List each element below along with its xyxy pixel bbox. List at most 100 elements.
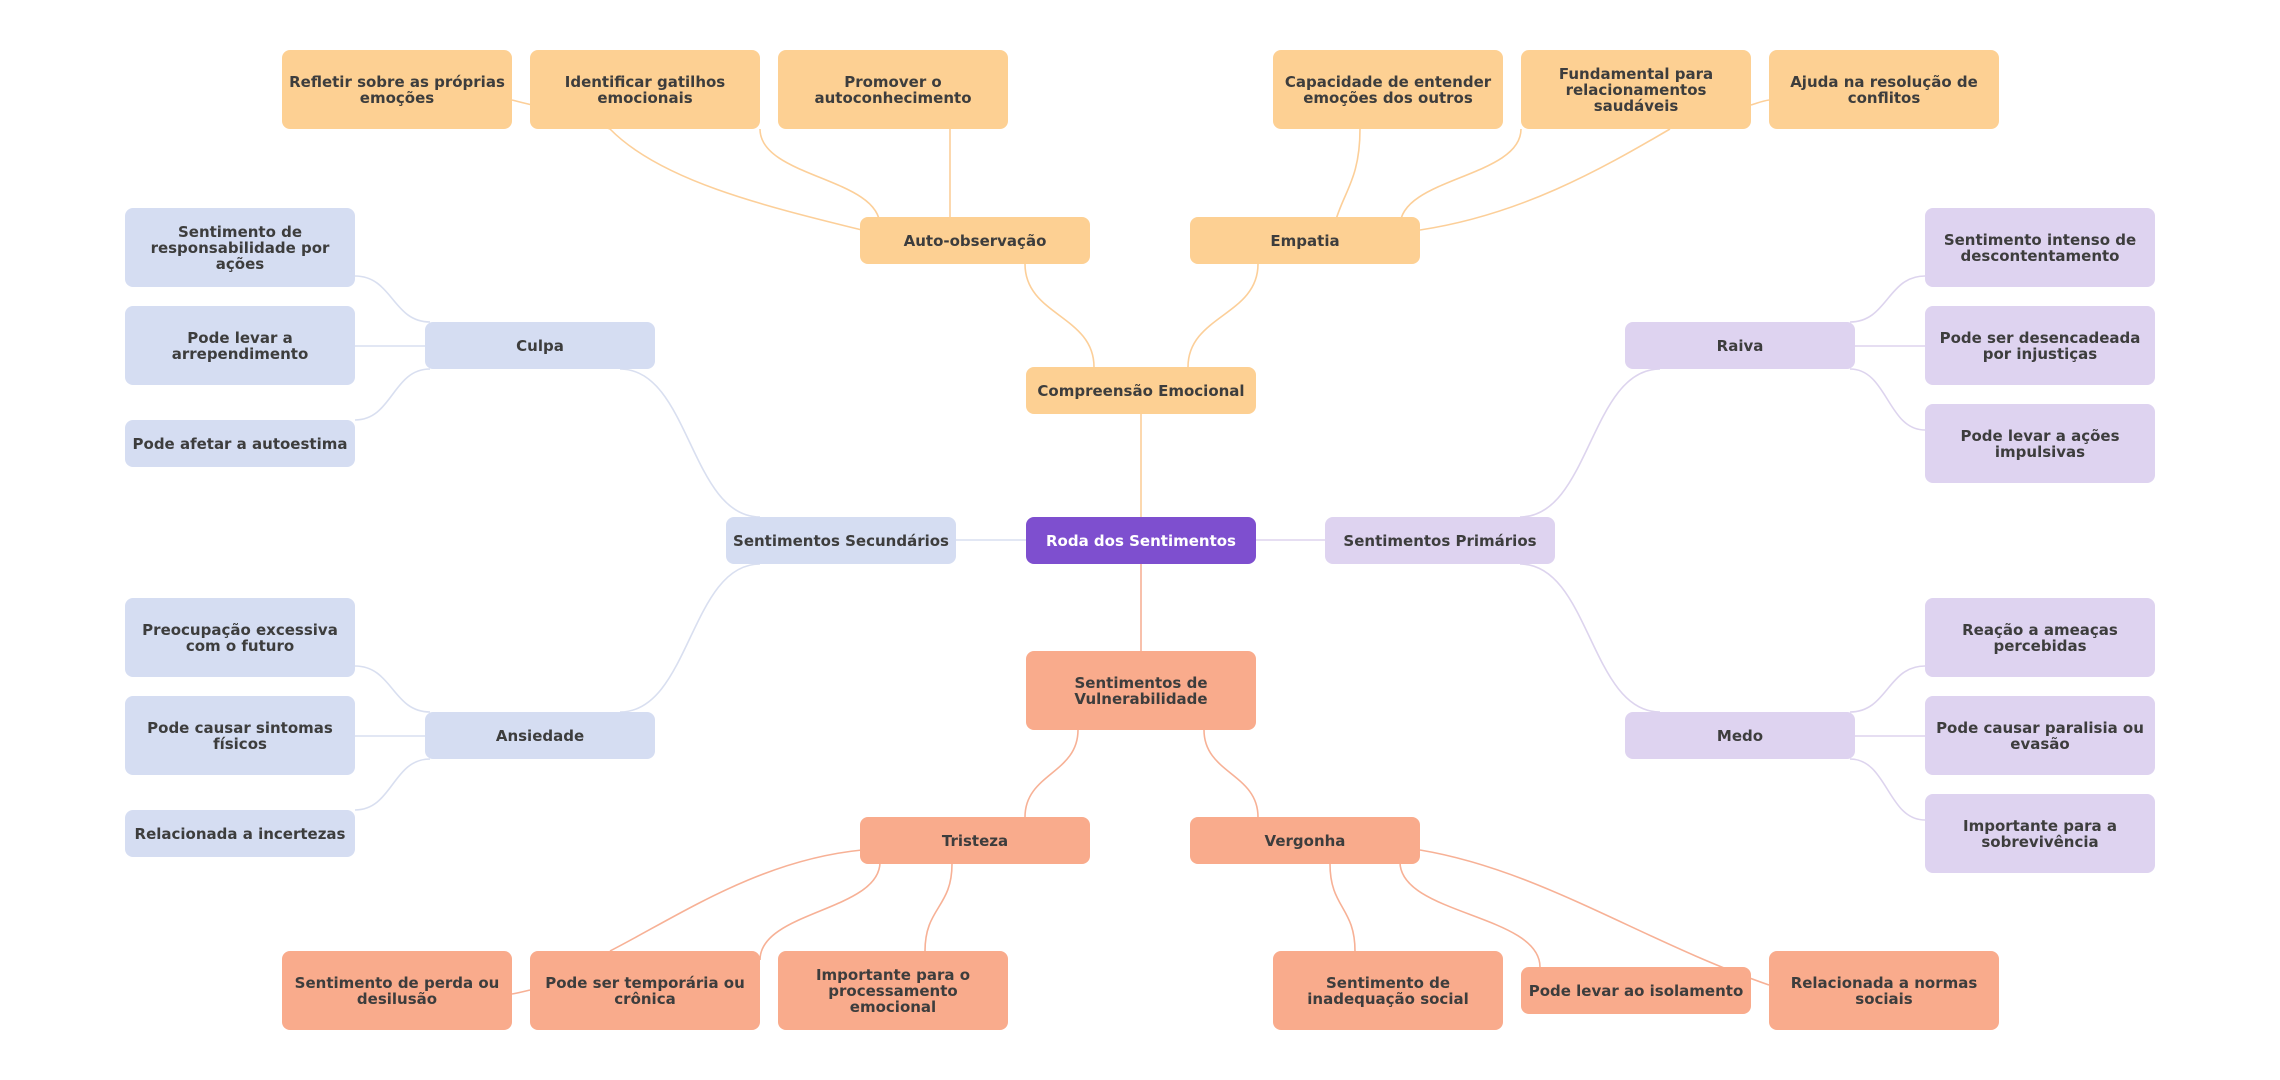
link-culpa-leaf: [354, 275, 431, 323]
link-tristeza-leaf: [511, 989, 531, 995]
link-raiva-leaf: [1849, 275, 1926, 323]
link-auto-leaf: [759, 128, 881, 227]
compreensao-label: Compreensão Emocional: [1037, 381, 1245, 400]
leaf-sintomas-fisicos[interactable]: Pode causar sintomas físicos: [125, 696, 355, 775]
link-medo-leaf: [1849, 758, 1926, 821]
leaf-perda-desilusao[interactable]: Sentimento de perda ou desilusão: [282, 951, 512, 1030]
empatia-node[interactable]: Empatia: [1190, 217, 1420, 264]
leaf-label: Preocupação excessiva com o futuro: [142, 620, 338, 655]
leaf-inadequacao-social[interactable]: Sentimento de inadequação social: [1273, 951, 1503, 1030]
root-node[interactable]: Roda dos Sentimentos: [1026, 517, 1256, 564]
leaf-label: Identificar gatilhos emocionais: [564, 72, 726, 107]
raiva-node[interactable]: Raiva: [1625, 322, 1855, 369]
leaf-label: Pode causar sintomas físicos: [147, 718, 333, 753]
link-ansiedade-leaf: [354, 665, 431, 713]
leaf-label: Relacionada a normas sociais: [1790, 973, 1978, 1008]
leaf-label: Pode levar ao isolamento: [1528, 981, 1744, 1000]
leaf-autoestima[interactable]: Pode afetar a autoestima: [125, 420, 355, 467]
leaf-normas-sociais[interactable]: Relacionada a normas sociais: [1769, 951, 1999, 1030]
raiva-label: Raiva: [1716, 336, 1764, 355]
leaf-label: Reação a ameaças percebidas: [1962, 620, 2118, 655]
leaf-preocupacao-futuro[interactable]: Preocupação excessiva com o futuro: [125, 598, 355, 677]
leaf-label: Promover o autoconhecimento: [814, 72, 972, 107]
culpa-node[interactable]: Culpa: [425, 322, 655, 369]
leaf-ameacas-percebidas[interactable]: Reação a ameaças percebidas: [1925, 598, 2155, 677]
link-compreensao-auto: [1024, 263, 1095, 368]
leaf-responsabilidade[interactable]: Sentimento de responsabilidade por ações: [125, 208, 355, 287]
leaf-label: Pode ser temporária ou crônica: [545, 973, 745, 1008]
auto-observacao-label: Auto-observação: [903, 231, 1047, 250]
link-secundarios-ansiedade: [619, 563, 761, 713]
vulnerabilidade-label: Sentimentos de Vulnerabilidade: [1074, 673, 1208, 708]
leaf-sobrevivencia[interactable]: Importante para a sobrevivência: [1925, 794, 2155, 873]
link-vergonha-leaf: [1419, 849, 1770, 986]
leaf-isolamento[interactable]: Pode levar ao isolamento: [1521, 967, 1751, 1014]
ansiedade-label: Ansiedade: [495, 726, 585, 745]
link-vulnerabilidade-tristeza: [1024, 729, 1079, 818]
leaf-refletir[interactable]: Refletir sobre as próprias emoções: [282, 50, 512, 129]
link-empatia-leaf: [1419, 128, 1671, 231]
link-auto-leaf: [609, 128, 863, 231]
link-compreensao-empatia: [1187, 263, 1259, 368]
leaf-label: Refletir sobre as próprias emoções: [289, 72, 505, 107]
secundarios-node[interactable]: Sentimentos Secundários: [726, 517, 956, 564]
leaf-label: Pode levar a ações impulsivas: [1960, 426, 2120, 461]
leaf-label: Relacionada a incertezas: [134, 824, 346, 843]
leaf-label: Sentimento de responsabilidade por ações: [150, 222, 330, 273]
leaf-identificar-gatilhos[interactable]: Identificar gatilhos emocionais: [530, 50, 760, 129]
link-empatia-leaf: [1750, 99, 1770, 106]
empatia-label: Empatia: [1270, 231, 1340, 250]
medo-label: Medo: [1716, 726, 1764, 745]
leaf-label: Ajuda na resolução de conflitos: [1790, 72, 1978, 107]
link-tristeza-leaf: [609, 849, 863, 952]
link-vergonha-leaf: [1399, 861, 1541, 968]
leaf-processamento-emocional[interactable]: Importante para o processamento emociona…: [778, 951, 1008, 1030]
link-raiva-leaf: [1849, 368, 1926, 431]
vergonha-node[interactable]: Vergonha: [1190, 817, 1420, 864]
auto-observacao-node[interactable]: Auto-observação: [860, 217, 1090, 264]
leaf-fundamental-relacionamentos[interactable]: Fundamental para relacionamentos saudáve…: [1521, 50, 1751, 129]
ansiedade-node[interactable]: Ansiedade: [425, 712, 655, 759]
culpa-label: Culpa: [516, 336, 564, 355]
leaf-acoes-impulsivas[interactable]: Pode levar a ações impulsivas: [1925, 404, 2155, 483]
link-medo-leaf: [1849, 665, 1926, 713]
leaf-label: Pode afetar a autoestima: [132, 434, 348, 453]
link-primarios-raiva: [1519, 368, 1661, 518]
leaf-capacidade-entender[interactable]: Capacidade de entender emoções dos outro…: [1273, 50, 1503, 129]
tristeza-label: Tristeza: [941, 831, 1009, 850]
leaf-injusticas[interactable]: Pode ser desencadeada por injustiças: [1925, 306, 2155, 385]
vulnerabilidade-node[interactable]: Sentimentos de Vulnerabilidade: [1026, 651, 1256, 730]
leaf-label: Capacidade de entender emoções dos outro…: [1284, 72, 1492, 107]
leaf-arrependimento[interactable]: Pode levar a arrependimento: [125, 306, 355, 385]
primarios-node[interactable]: Sentimentos Primários: [1325, 517, 1555, 564]
tristeza-node[interactable]: Tristeza: [860, 817, 1090, 864]
link-ansiedade-leaf: [354, 758, 431, 811]
leaf-label: Sentimento de perda ou desilusão: [294, 973, 500, 1008]
link-tristeza-leaf: [924, 863, 953, 952]
link-vergonha-leaf: [1329, 863, 1356, 952]
link-vulnerabilidade-vergonha: [1203, 729, 1259, 818]
link-tristeza-leaf: [759, 861, 881, 961]
secundarios-label: Sentimentos Secundários: [733, 531, 949, 550]
leaf-label: Pode causar paralisia ou evasão: [1936, 718, 2144, 753]
vergonha-label: Vergonha: [1264, 831, 1346, 850]
link-culpa-leaf: [354, 368, 431, 421]
leaf-label: Pode ser desencadeada por injustiças: [1939, 328, 2141, 363]
primarios-label: Sentimentos Primários: [1343, 531, 1537, 550]
link-secundarios-culpa: [619, 368, 761, 518]
leaf-incertezas[interactable]: Relacionada a incertezas: [125, 810, 355, 857]
link-primarios-medo: [1519, 563, 1661, 713]
root-label: Roda dos Sentimentos: [1046, 531, 1236, 550]
leaf-descontentamento[interactable]: Sentimento intenso de descontentamento: [1925, 208, 2155, 287]
compreensao-node[interactable]: Compreensão Emocional: [1026, 367, 1256, 414]
leaf-label: Fundamental para relacionamentos saudáve…: [1558, 64, 1714, 115]
leaf-temporaria-cronica[interactable]: Pode ser temporária ou crônica: [530, 951, 760, 1030]
leaf-resolucao-conflitos[interactable]: Ajuda na resolução de conflitos: [1769, 50, 1999, 129]
leaf-paralisia-evasao[interactable]: Pode causar paralisia ou evasão: [1925, 696, 2155, 775]
medo-node[interactable]: Medo: [1625, 712, 1855, 759]
leaf-promover-autoconhecimento[interactable]: Promover o autoconhecimento: [778, 50, 1008, 129]
leaf-label: Sentimento de inadequação social: [1307, 973, 1469, 1008]
leaf-label: Importante para a sobrevivência: [1963, 816, 2117, 851]
